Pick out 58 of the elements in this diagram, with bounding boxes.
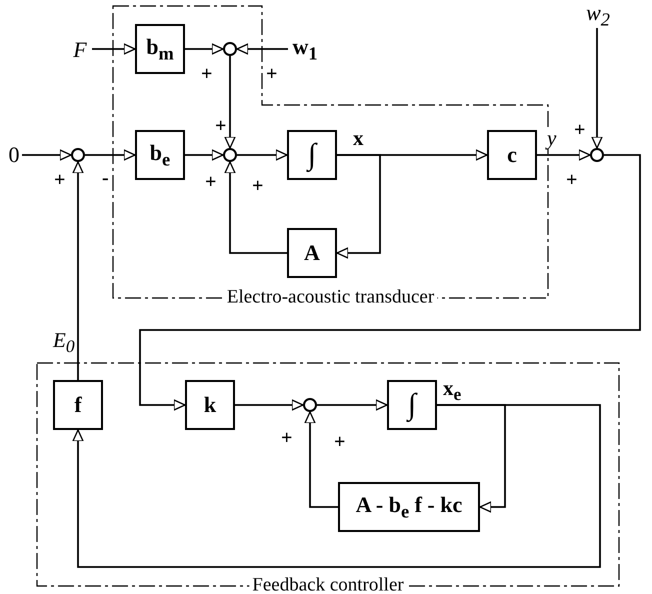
group-title: Feedback controller — [249, 576, 407, 594]
block-label: b$_{e}$ — [150, 140, 170, 170]
signal-arrow — [537, 149, 591, 161]
block-box — [53, 380, 103, 430]
summing-junction — [303, 398, 317, 412]
block-box — [135, 130, 185, 180]
signal-arrow — [139, 154, 641, 411]
block-label: c — [507, 142, 517, 168]
summing-junction — [223, 42, 237, 56]
block-box — [287, 130, 337, 180]
signal-arrow — [22, 149, 72, 161]
signal-arrow — [72, 404, 601, 568]
summing-junction — [71, 148, 85, 162]
signal-arrow — [92, 43, 136, 55]
signal-arrow — [304, 411, 338, 508]
signal-arrow — [185, 149, 224, 161]
signal-arrow — [72, 161, 84, 380]
block-box — [487, 130, 537, 180]
sign-label: + — [201, 64, 212, 84]
block-label: A - b$_{e}$ f - kc — [356, 492, 462, 522]
signal-arrow — [224, 56, 236, 149]
signal-label: w$_{1}$ — [288, 36, 322, 62]
summing-junction — [590, 148, 604, 162]
block-box — [387, 380, 437, 430]
sign-label: + — [566, 170, 578, 190]
sign-label: + — [334, 432, 346, 452]
signal-arrow — [591, 28, 603, 149]
sign-label: + — [205, 172, 216, 192]
block-label: b$_{m}$ — [146, 34, 174, 64]
signal-arrow — [336, 154, 381, 259]
integral-sign: ∫ — [308, 138, 316, 172]
signal-label: F — [68, 38, 92, 62]
block-label: f — [74, 392, 82, 418]
block-box — [185, 380, 235, 430]
sign-label: + — [54, 170, 66, 190]
edge-label: y — [546, 128, 558, 149]
sign-label: + — [574, 120, 586, 140]
block-box — [135, 24, 185, 74]
signal-label: 0 — [6, 143, 22, 167]
signal-arrow — [185, 43, 224, 55]
block-label: A — [304, 240, 320, 266]
signal-arrow — [224, 161, 287, 254]
signal-label: w$_{2}$ — [583, 2, 613, 28]
signal-arrow — [237, 149, 288, 161]
block-box — [287, 228, 337, 278]
signal-arrow — [85, 149, 136, 161]
block-label: k — [204, 392, 216, 418]
sign-label: + — [266, 64, 278, 84]
signal-arrow — [235, 399, 304, 411]
summing-junction — [223, 148, 237, 162]
signal-arrow — [236, 43, 288, 55]
sign-label: - — [102, 168, 109, 188]
sign-label: + — [252, 176, 264, 196]
integral-sign: ∫ — [408, 388, 416, 422]
block-box — [338, 482, 480, 532]
signal-arrow — [317, 399, 388, 411]
sign-label: + — [281, 428, 292, 448]
sign-label: + — [215, 116, 226, 136]
